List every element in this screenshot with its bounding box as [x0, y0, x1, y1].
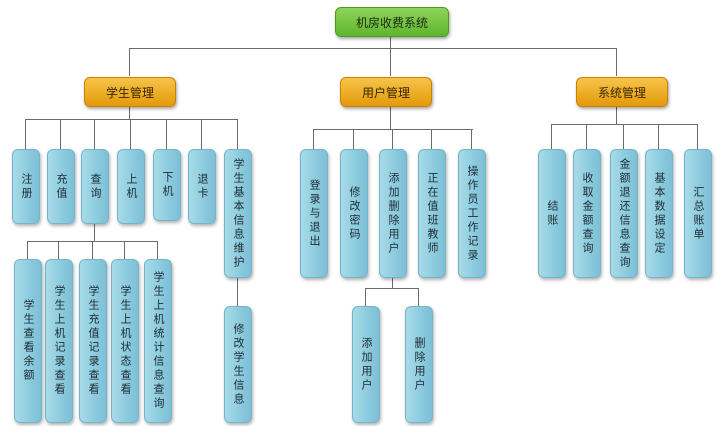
branch-student-management: 学生管理 — [84, 77, 176, 107]
connector — [623, 124, 624, 149]
node-label: 添加删除用户 — [387, 171, 400, 256]
node-label: 查询 — [89, 172, 102, 201]
node-label: 正在值班教师 — [426, 171, 439, 256]
connector — [157, 241, 158, 259]
node-basic-data-settings: 基本数据设定 — [645, 149, 673, 278]
node-change-password: 修改密码 — [340, 149, 368, 278]
node-student-info-maintain: 学生基本信息维护 — [224, 149, 252, 278]
connector — [586, 124, 587, 149]
connector — [390, 105, 391, 129]
node-label: 学生充值记录查看 — [87, 285, 100, 397]
connector — [237, 276, 238, 306]
node-modify-student-info: 修改学生信息 — [224, 306, 252, 423]
branch-user-management: 用户管理 — [340, 77, 432, 107]
node-delete-user: 删除用户 — [405, 306, 433, 423]
connector — [25, 119, 26, 149]
node-refund-info-query: 金额退还信息查询 — [610, 149, 638, 278]
connector — [471, 129, 472, 149]
node-label: 充值 — [55, 172, 68, 201]
node-label: 登录与退出 — [308, 178, 321, 249]
connector — [124, 241, 125, 259]
connector — [616, 105, 617, 124]
node-add-user: 添加用户 — [352, 306, 380, 423]
connector — [25, 119, 237, 120]
connector — [697, 124, 698, 149]
node-label: 添加用户 — [360, 336, 373, 393]
connector — [551, 124, 552, 149]
node-label: 基本数据设定 — [653, 171, 666, 256]
node-settle-accounts: 结账 — [538, 149, 566, 278]
node-label: 收取金额查询 — [581, 171, 594, 256]
node-login-logout: 登录与退出 — [300, 149, 328, 278]
root-node: 机房收费系统 — [335, 7, 449, 37]
node-view-login-records: 学生上机记录查看 — [45, 259, 73, 423]
node-view-login-status: 学生上机状态查看 — [111, 259, 139, 423]
connector — [58, 241, 59, 259]
connector — [60, 119, 61, 149]
connector — [431, 129, 432, 149]
connector — [551, 124, 697, 125]
node-on-duty-teacher: 正在值班教师 — [418, 149, 446, 278]
node-label: 退卡 — [196, 172, 209, 201]
branch-system-management: 系统管理 — [576, 77, 668, 107]
node-label: 学生上机记录查看 — [53, 285, 66, 397]
node-logout-machine: 下机 — [153, 149, 181, 221]
node-label: 上机 — [125, 172, 138, 201]
node-recharge: 充值 — [47, 149, 75, 224]
node-label: 操作员工作记录 — [466, 164, 479, 263]
node-label: 下机 — [161, 171, 174, 199]
connector — [94, 222, 95, 241]
connector — [658, 124, 659, 149]
connector — [390, 36, 391, 48]
connector — [94, 119, 95, 149]
node-label: 汇总账单 — [692, 185, 705, 242]
node-label: 学生上机统计信息查询 — [152, 271, 165, 411]
connector — [390, 48, 391, 76]
node-label: 注册 — [20, 172, 33, 201]
connector — [129, 48, 617, 49]
connector — [201, 119, 202, 149]
node-summary-bill: 汇总账单 — [684, 149, 712, 278]
node-label: 学生查看余额 — [22, 299, 35, 383]
node-label: 金额退还信息查询 — [618, 157, 631, 270]
connector — [365, 288, 419, 289]
node-operator-work-log: 操作员工作记录 — [458, 149, 486, 278]
connector — [129, 105, 130, 119]
node-return-card: 退卡 — [188, 149, 216, 224]
node-query: 查询 — [81, 149, 109, 224]
branch-label: 学生管理 — [105, 85, 154, 100]
connector — [616, 48, 617, 76]
branch-label: 用户管理 — [361, 85, 410, 100]
node-label: 修改密码 — [348, 185, 361, 242]
connector — [365, 288, 366, 306]
node-label: 学生上机状态查看 — [119, 285, 132, 397]
connector — [313, 129, 314, 149]
connector — [166, 119, 167, 149]
branch-label: 系统管理 — [597, 85, 646, 100]
node-view-balance: 学生查看余额 — [14, 259, 42, 423]
node-label: 修改学生信息 — [232, 322, 245, 407]
node-label: 结账 — [546, 199, 559, 228]
node-view-recharge-records: 学生充值记录查看 — [79, 259, 107, 423]
connector — [92, 241, 93, 259]
node-login-machine: 上机 — [117, 149, 145, 224]
node-collected-amount-query: 收取金额查询 — [573, 149, 601, 278]
connector — [237, 119, 238, 149]
node-login-statistics: 学生上机统计信息查询 — [144, 259, 172, 423]
connector — [27, 241, 28, 259]
node-add-remove-user: 添加删除用户 — [379, 149, 407, 278]
connector — [129, 48, 130, 76]
node-label: 删除用户 — [413, 336, 426, 393]
connector — [353, 129, 354, 149]
root-label: 机房收费系统 — [355, 15, 428, 30]
connector — [418, 288, 419, 306]
connector — [313, 129, 473, 130]
node-label: 学生基本信息维护 — [232, 157, 245, 270]
connector — [392, 276, 393, 288]
connector — [392, 129, 393, 149]
node-register: 注册 — [12, 149, 40, 224]
connector — [130, 119, 131, 149]
